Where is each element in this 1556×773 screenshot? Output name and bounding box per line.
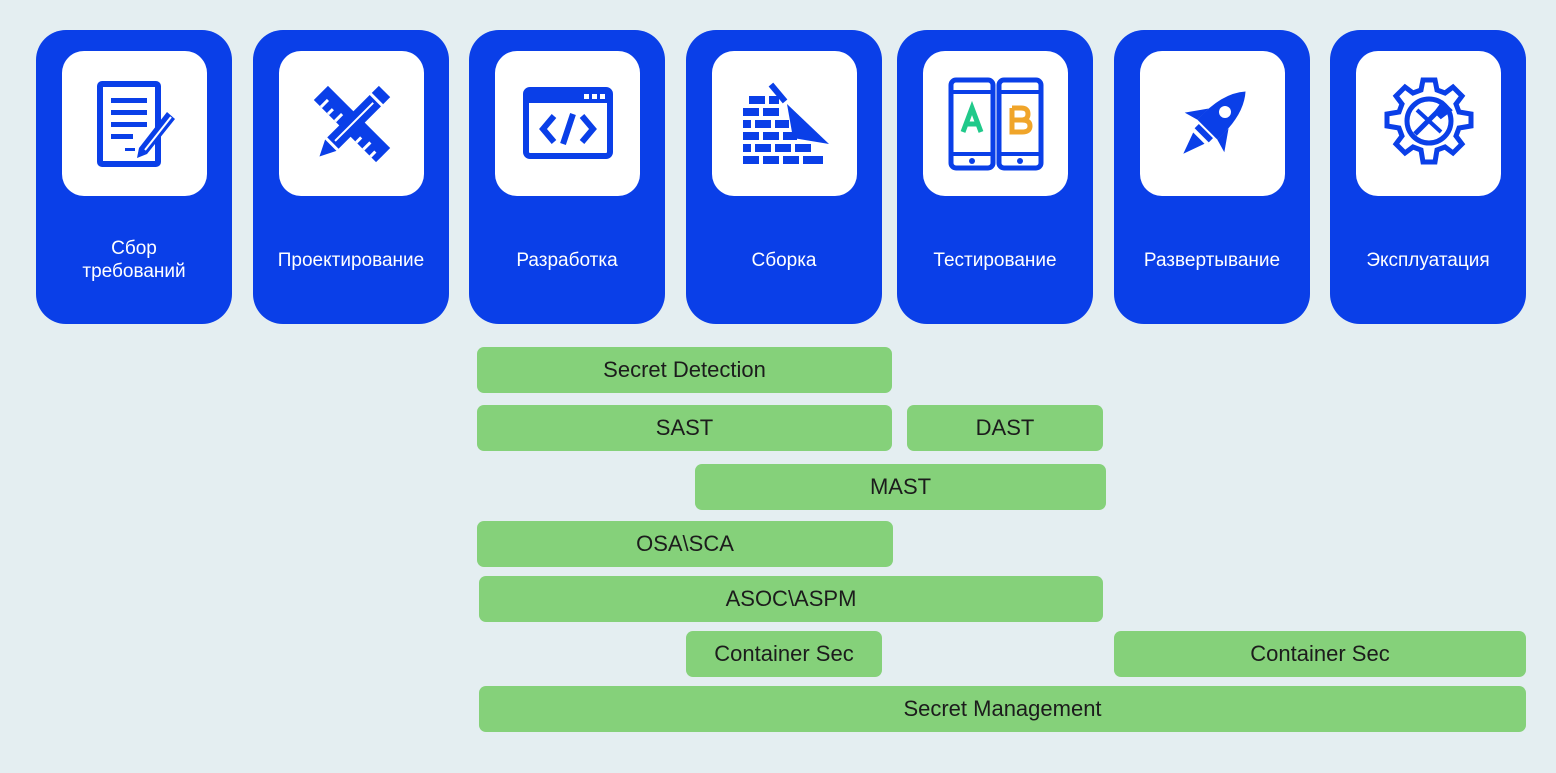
icon-tile — [712, 51, 857, 196]
stage-label: Разработка — [516, 249, 618, 271]
stage-operations: Эксплуатация — [1330, 30, 1526, 324]
icon-tile — [923, 51, 1068, 196]
stage-development: Разработка — [469, 30, 665, 324]
icon-tile — [1356, 51, 1501, 196]
tool-bar-dast: DAST — [907, 405, 1103, 451]
stage-label: Тестирование — [933, 249, 1057, 271]
stage-testing: Тестирование — [897, 30, 1093, 324]
stage-design: Проектирование — [253, 30, 449, 324]
rocket-icon — [1182, 90, 1246, 154]
gear-wrench-icon — [1384, 77, 1473, 164]
icon-tile — [1140, 51, 1285, 196]
document-signing-icon — [96, 80, 175, 167]
stage-build: Сборка — [686, 30, 882, 324]
tool-bar-mast: MAST — [695, 464, 1106, 510]
stage-label: Эксплуатация — [1366, 249, 1490, 271]
tool-bar-container-sec-build: Container Sec — [686, 631, 882, 677]
stage-label: Сборка — [751, 249, 817, 271]
brick-wall-trowel-icon — [742, 82, 829, 164]
stage-deployment: Развертывание — [1114, 30, 1310, 324]
ab-test-phones-icon — [948, 77, 1043, 170]
tool-bar-asoc-aspm: ASOC\ASPM — [479, 576, 1103, 622]
tool-bar-sast: SAST — [477, 405, 892, 451]
tool-bar-osa-sca: OSA\SCA — [477, 521, 893, 567]
stage-requirements: Сбор требований — [36, 30, 232, 324]
code-window-icon — [522, 86, 613, 159]
stage-label: Сбор требований — [82, 238, 186, 282]
icon-tile — [62, 51, 207, 196]
tool-bar-secret-detection: Secret Detection — [477, 347, 892, 393]
ruler-pencil-icon — [313, 85, 390, 162]
icon-tile — [279, 51, 424, 196]
icon-tile — [495, 51, 640, 196]
tool-bar-secret-management: Secret Management — [479, 686, 1526, 732]
stage-label: Развертывание — [1143, 249, 1281, 271]
stage-label: Проектирование — [277, 249, 425, 271]
tool-bar-container-sec-deploy: Container Sec — [1114, 631, 1526, 677]
